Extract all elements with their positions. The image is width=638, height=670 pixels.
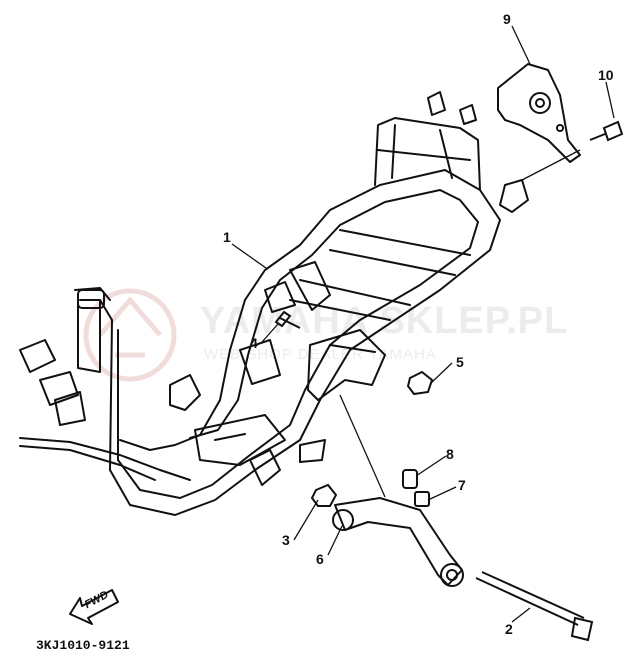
frame-rear-loop: [374, 117, 481, 191]
leader-lines: [231, 25, 615, 623]
short-bolt: [274, 310, 301, 329]
yamaha-logo-watermark: [83, 288, 177, 382]
part-label-9: 9: [503, 11, 511, 27]
frame-rear-tabs: [427, 91, 529, 213]
frame-inner-tube: [117, 189, 479, 499]
drawing-code: 3KJ1010-9121: [36, 638, 130, 653]
frame-cross-plate: [289, 229, 471, 321]
frame-mount-lugs: [239, 261, 331, 385]
frame-floor-rail: [19, 437, 191, 481]
engine-mount-plate: [307, 329, 386, 401]
part-label-4: 4: [250, 335, 258, 351]
part-label-3: 3: [282, 532, 290, 548]
fwd-arrow-icon: [69, 589, 119, 625]
watermark-subtitle: WEB SHOP DEALER YAMAHA: [204, 346, 437, 363]
rear-bracket: [497, 63, 581, 163]
spacer: [402, 469, 418, 489]
nut-left: [310, 483, 338, 507]
small-hardware: [274, 310, 434, 507]
frame-main-tube: [79, 169, 501, 516]
part-label-5: 5: [456, 354, 464, 370]
frame-center-plate: [194, 414, 286, 466]
bracket-bolt: [589, 120, 624, 142]
frame-side-bracket: [169, 374, 326, 486]
frame-assembly: [19, 91, 529, 516]
frame-front-brackets: [19, 339, 86, 426]
part-label-10: 10: [598, 67, 614, 83]
part-label-6: 6: [316, 551, 324, 567]
part-label-1: 1: [223, 229, 231, 245]
part-label-8: 8: [446, 446, 454, 462]
long-bolt: [475, 571, 594, 642]
part-label-2: 2: [505, 621, 513, 637]
nut-right: [406, 370, 434, 396]
part-label-7: 7: [458, 477, 466, 493]
engine-mount-link: [332, 497, 464, 587]
collar: [414, 491, 430, 507]
